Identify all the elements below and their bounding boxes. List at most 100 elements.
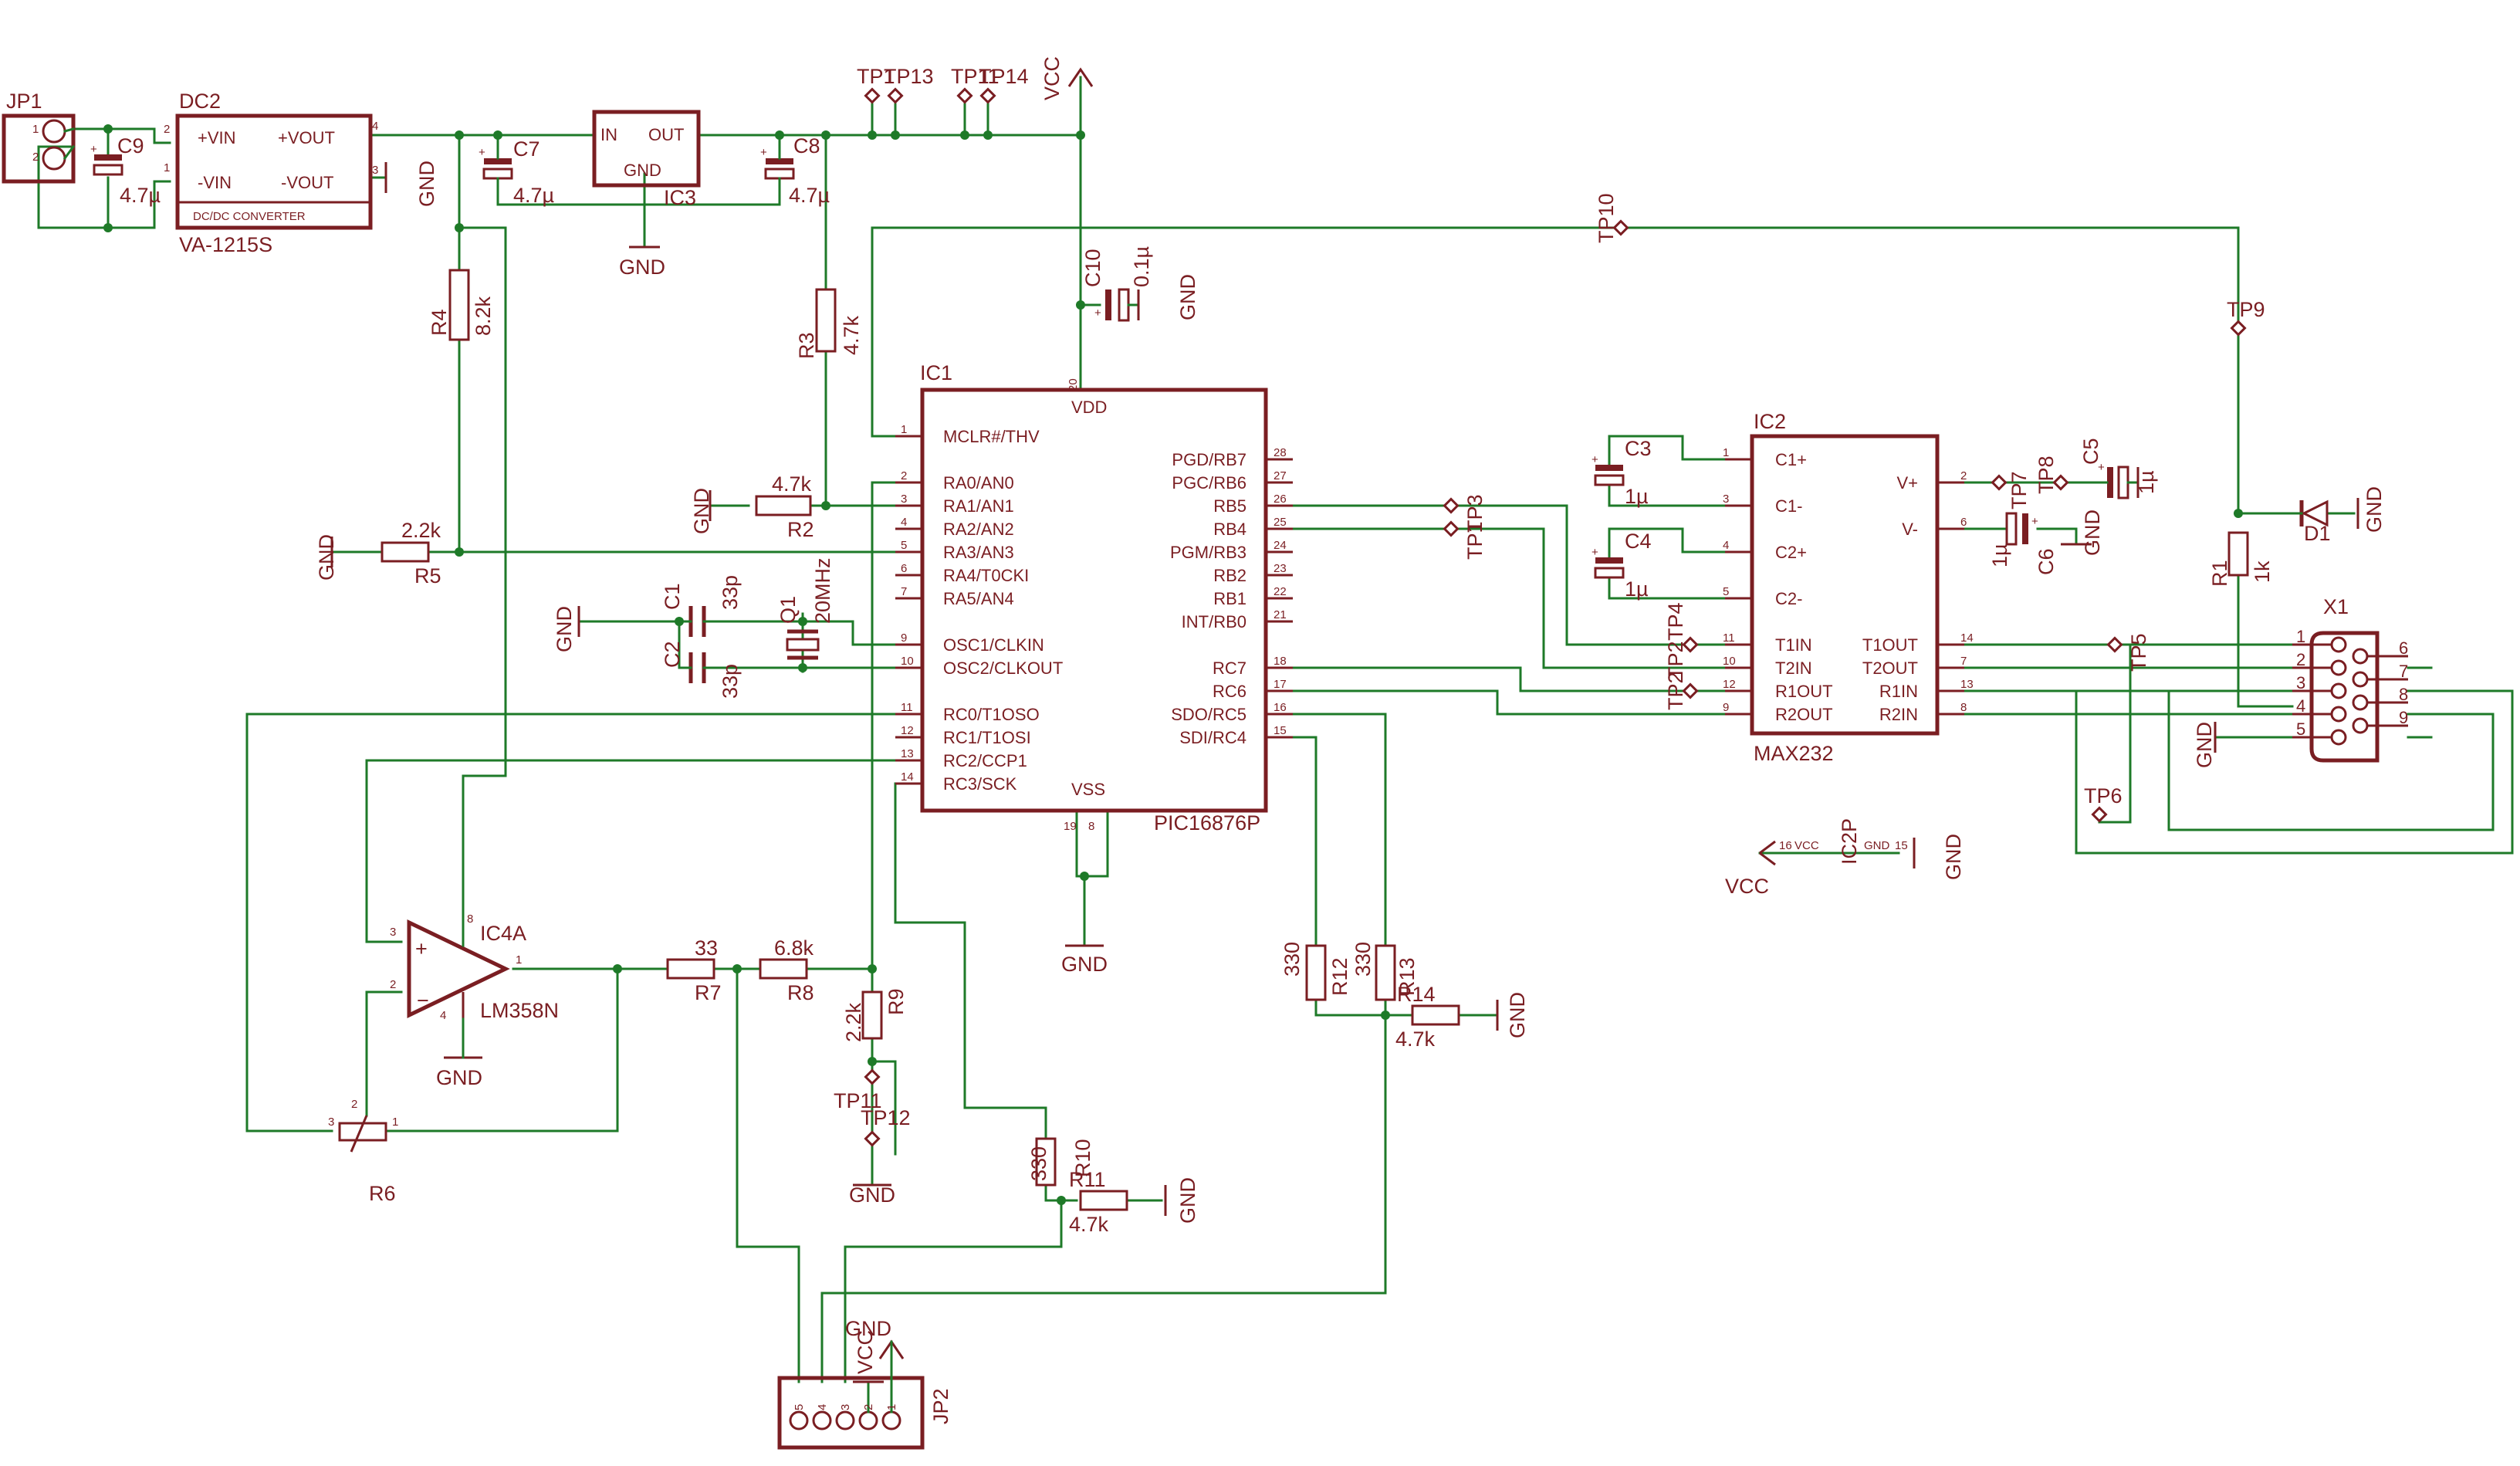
- svg-text:VDD: VDD: [1071, 398, 1107, 417]
- svg-text:TP9: TP9: [2227, 298, 2265, 321]
- ic2-label: IC2: [1754, 410, 1786, 433]
- x1-pin-num: 4: [2296, 696, 2305, 716]
- svg-text:4: 4: [372, 120, 378, 133]
- svg-text:TP2: TP2: [1664, 672, 1687, 710]
- svg-text:−: −: [417, 989, 429, 1012]
- svg-text:R12: R12: [1328, 957, 1351, 996]
- svg-text:+: +: [479, 146, 485, 159]
- ic2-part: MAX232: [1754, 742, 1834, 765]
- svg-text:GND: GND: [1506, 992, 1529, 1038]
- svg-text:2: 2: [351, 1098, 357, 1111]
- svg-text:1µ: 1µ: [1625, 577, 1649, 601]
- svg-text:+VIN: +VIN: [198, 128, 236, 147]
- svg-text:8: 8: [1088, 820, 1094, 833]
- gnd-symbol-r5: GND: [315, 534, 338, 581]
- ic2-pin-num: 13: [1960, 678, 1974, 691]
- ic2-pin-label: T2OUT: [1862, 659, 1918, 678]
- svg-text:TP2: TP2: [1664, 641, 1687, 679]
- svg-text:-VIN: -VIN: [198, 173, 232, 192]
- testpoints-rc: TP2 TP4 TP2: [1664, 602, 1699, 710]
- ic2-pin-label: R1IN: [1879, 682, 1918, 701]
- svg-text:LM358N: LM358N: [480, 999, 559, 1022]
- x1-pin-num: 2: [2296, 650, 2305, 669]
- ic1-pin-label: INT/RB0: [1182, 612, 1246, 631]
- r14-resistor: R14 4.7k GND: [1395, 983, 1529, 1051]
- svg-text:R11: R11: [1069, 1168, 1106, 1191]
- crystal-caps: GND C1 33p C2 33p Q1 20MHz: [553, 557, 834, 699]
- ic1-pin-num: 12: [901, 724, 914, 737]
- ic2-pin-num: 10: [1723, 655, 1736, 668]
- svg-text:X1: X1: [2323, 595, 2349, 618]
- testpoints-rail: TP1 TP13 TP11 TP14: [857, 65, 1029, 104]
- svg-text:C10: C10: [1081, 249, 1104, 287]
- c3-capacitor: + C3 1µ: [1591, 437, 1652, 508]
- ic1-pin-label: RC7: [1213, 659, 1246, 678]
- ic2-pin-num: 7: [1960, 655, 1967, 668]
- ic1-pin-num: 15: [1274, 724, 1287, 737]
- svg-text:+: +: [415, 937, 428, 960]
- ic4a-opamp: + − IC4A LM358N 3 2 1 8 4: [390, 912, 559, 1022]
- tp9: TP9: [2227, 298, 2265, 337]
- ic1-pin-label: RC1/T1OSI: [943, 728, 1031, 747]
- ic1-pin-label: RC6: [1213, 682, 1246, 701]
- svg-text:GND: GND: [1942, 834, 1965, 880]
- r9-resistor: 2.2k R9: [842, 988, 908, 1042]
- svg-text:GND: GND: [849, 1183, 895, 1207]
- svg-text:VSS: VSS: [1071, 780, 1105, 799]
- svg-text:GND: GND: [315, 534, 338, 581]
- svg-text:TP7: TP7: [2008, 471, 2031, 510]
- gnd-symbol-r2: GND: [690, 488, 713, 534]
- svg-text:+: +: [1591, 546, 1598, 559]
- testpoints-rb: TP1 TP3: [1443, 494, 1487, 560]
- ic2-pin-label: T1OUT: [1862, 635, 1918, 655]
- ic1-pin-label: PGC/RB6: [1172, 473, 1246, 493]
- svg-text:TP11: TP11: [834, 1089, 882, 1112]
- ic1-pin-label: RB1: [1213, 589, 1246, 608]
- svg-text:TP11: TP11: [951, 65, 1000, 88]
- ic1-pin-num: 23: [1274, 562, 1287, 575]
- jp2-connector: 5 4 3 2 1 JP2 GND VCC: [777, 1317, 952, 1450]
- svg-text:0.1µ: 0.1µ: [1130, 246, 1153, 287]
- tp5-tp6: TP5 TP6: [2084, 633, 2150, 823]
- gnd-symbol-ic1: GND: [1061, 944, 1108, 976]
- ic1-pin-num: 22: [1274, 585, 1287, 598]
- svg-text:4.7k: 4.7k: [840, 315, 863, 355]
- ic2-pin-num: 8: [1960, 701, 1967, 714]
- ic1-pin-label: RA3/AN3: [943, 543, 1014, 562]
- svg-text:C3: C3: [1625, 437, 1652, 460]
- ic1-pin-num: 17: [1274, 678, 1287, 691]
- svg-text:R5: R5: [414, 564, 441, 587]
- svg-text:R9: R9: [885, 988, 908, 1015]
- ic1-pin-num: 9: [901, 631, 907, 645]
- svg-text:TP14: TP14: [979, 65, 1029, 88]
- svg-text:TP3: TP3: [1463, 494, 1487, 533]
- svg-text:JP2: JP2: [929, 1388, 952, 1424]
- ic1-pin-label: RA0/AN0: [943, 473, 1014, 493]
- x1-pin-num: 6: [2399, 638, 2408, 658]
- ic1-pin-label: RA2/AN2: [943, 520, 1014, 539]
- ic1-pin-num: 21: [1274, 608, 1287, 621]
- ic2-pin-num: 3: [1723, 493, 1729, 506]
- svg-text:GND: GND: [1176, 1177, 1199, 1224]
- svg-text:IC2P: IC2P: [1838, 818, 1861, 865]
- r1-resistor: R1 1k: [2208, 531, 2274, 587]
- ic1-pin-label: RA4/T0CKI: [943, 566, 1029, 585]
- svg-text:GND: GND: [1176, 274, 1199, 320]
- c9-value: 4.7µ: [120, 184, 161, 207]
- c7-label: C7: [513, 137, 540, 161]
- r5-resistor: 2.2k R5: [381, 519, 441, 587]
- svg-text:TP1: TP1: [857, 65, 895, 88]
- svg-text:330: 330: [1280, 942, 1304, 977]
- r7-resistor: 33 R7: [666, 936, 722, 1004]
- ic2-pin-label: C1+: [1775, 450, 1807, 469]
- ic1-label: IC1: [920, 361, 952, 384]
- c5-capacitor: TP7 TP8 + C5 1µ: [1991, 438, 2158, 510]
- c4-capacitor: + C4 1µ: [1591, 530, 1652, 601]
- ic1-pin-label: RB2: [1213, 566, 1246, 585]
- ic2-pin-label: C2-: [1775, 589, 1802, 608]
- svg-text:1: 1: [32, 123, 39, 136]
- ic1-pin-num: 24: [1274, 539, 1287, 552]
- svg-text:VCC: VCC: [1725, 875, 1769, 898]
- svg-text:1: 1: [164, 161, 170, 174]
